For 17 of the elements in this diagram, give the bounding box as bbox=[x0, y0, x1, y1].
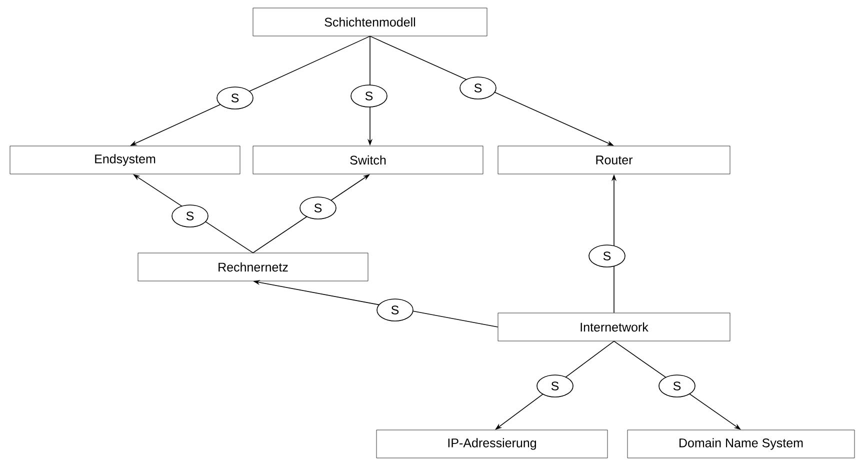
topic-box: Rechnernetz bbox=[138, 252, 368, 282]
edge-label: S bbox=[376, 298, 414, 322]
topic-box: Endsystem bbox=[10, 146, 240, 174]
topic-box: Internetwork bbox=[498, 312, 730, 342]
edge-label: S bbox=[172, 204, 208, 228]
topic-box: Switch bbox=[252, 146, 484, 174]
edge-label: S bbox=[300, 196, 336, 220]
edge-label: S bbox=[658, 374, 696, 398]
edge-label: S bbox=[588, 244, 626, 268]
topic-box: IP-Adressierung bbox=[376, 430, 608, 458]
edge-label: S bbox=[350, 84, 388, 108]
edge-label: S bbox=[216, 86, 254, 110]
topic-box: Schichtenmodell bbox=[252, 8, 488, 36]
topic-box: Router bbox=[498, 146, 730, 174]
topic-box: Domain Name System bbox=[627, 430, 855, 458]
edge-label: S bbox=[536, 374, 574, 398]
edge-label: S bbox=[460, 76, 496, 100]
